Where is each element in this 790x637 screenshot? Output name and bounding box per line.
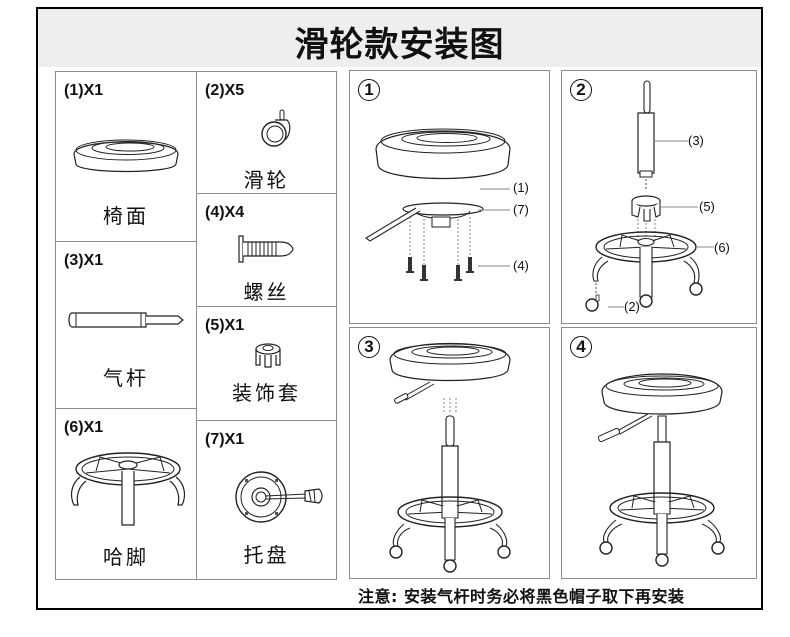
part-number: (7) (205, 431, 225, 448)
callout-foot-ring-base: (6) (714, 240, 730, 255)
step-panel-1: 1 (1) (7) (4) (349, 70, 550, 324)
callout-caster: (2) (624, 299, 640, 314)
part-name: 装饰套 (232, 381, 301, 405)
seat-cushion-icon (70, 132, 182, 182)
part-cell-decorative-cover: (5)X1 装饰套 (196, 306, 337, 421)
page-title: 滑轮款安装图 (294, 25, 505, 65)
part-name: 托盘 (243, 543, 290, 567)
part-count: X4 (224, 204, 245, 221)
caster-wheel-icon (257, 110, 297, 150)
seat-plate-icon (235, 469, 325, 525)
part-quantity: (3)X1 (64, 252, 103, 270)
part-number: (2) (205, 82, 225, 99)
part-quantity: (6)X1 (64, 419, 103, 437)
part-count: X1 (83, 82, 104, 99)
gas-lift-icon (68, 310, 188, 330)
part-number: (5) (205, 317, 225, 334)
part-number: (1) (64, 82, 84, 99)
part-quantity: (7)X1 (205, 431, 244, 449)
part-quantity: (4)X4 (205, 204, 244, 222)
callout-gas-lift: (3) (688, 133, 704, 148)
part-cell-seat-plate: (7)X1 托盘 (196, 420, 337, 580)
part-quantity: (5)X1 (205, 317, 244, 335)
part-quantity: (2)X5 (205, 82, 244, 100)
part-count: X5 (224, 82, 245, 99)
part-name: 椅面 (103, 204, 149, 228)
foot-ring-base-icon (68, 447, 188, 527)
part-count: X1 (224, 317, 245, 334)
step-number: 1 (358, 79, 380, 101)
part-count: X1 (83, 252, 104, 269)
part-number: (3) (64, 252, 84, 269)
callout-seat-plate: (7) (513, 202, 529, 217)
step-panel-4: 4 (561, 327, 757, 579)
step-2-base-assembly-illustration (562, 71, 758, 325)
part-count: X1 (83, 419, 104, 436)
part-cell-caster: (2)X5 滑轮 (196, 71, 337, 194)
step-1-seat-plate-screws-illustration (350, 71, 551, 281)
part-number: (6) (64, 419, 84, 436)
part-cell-foot-ring-base: (6)X1 哈脚 (55, 408, 197, 580)
part-number: (4) (205, 204, 225, 221)
part-count: X1 (224, 431, 245, 448)
step-number: 4 (570, 336, 592, 358)
part-quantity: (1)X1 (64, 82, 103, 100)
decorative-cover-icon (253, 341, 283, 369)
step-panel-3: 3 (349, 327, 550, 579)
screw-icon (237, 234, 297, 264)
part-name: 滑轮 (243, 168, 290, 192)
part-cell-seat: (1)X1 椅面 (55, 71, 197, 242)
part-cell-screw: (4)X4 螺丝 (196, 193, 337, 307)
part-name: 螺丝 (243, 280, 290, 304)
installation-note: 注意: 安装气杆时务必将黑色帽子取下再安装 (358, 587, 685, 606)
header-band: 滑轮款安装图 (38, 9, 761, 67)
callout-decorative-cover: (5) (699, 199, 715, 214)
step-number: 3 (358, 336, 380, 358)
part-cell-gas-lift: (3)X1 气杆 (55, 241, 197, 409)
step-panel-2: 2 (3) (5) (6) (2) (561, 70, 757, 324)
callout-screws: (4) (513, 258, 529, 273)
part-name: 哈脚 (103, 545, 149, 569)
step-number: 2 (570, 79, 592, 101)
step-4-completed-stool-illustration (562, 328, 758, 580)
step-3-seat-onto-lift-illustration (350, 328, 551, 580)
callout-seat: (1) (513, 180, 529, 195)
part-name: 气杆 (103, 366, 149, 390)
